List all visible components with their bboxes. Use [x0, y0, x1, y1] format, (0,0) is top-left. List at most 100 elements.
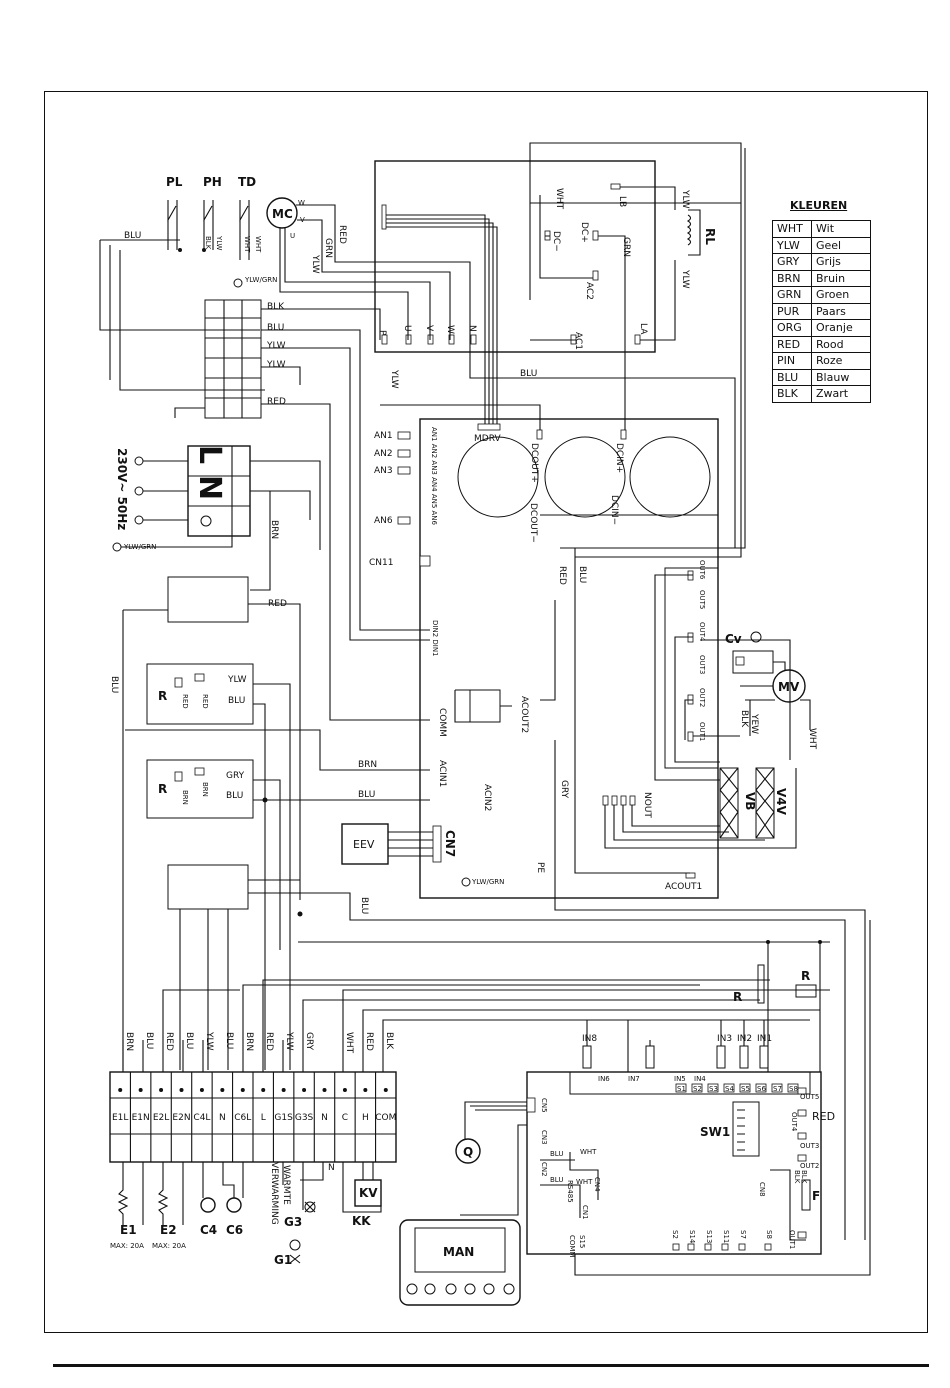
terminal-label: E2N: [172, 1113, 190, 1123]
man-clock-button-icon: [503, 1283, 515, 1295]
driver-wires: [529, 143, 746, 558]
terminal-label: E2L: [153, 1113, 169, 1123]
fuse-icon: [801, 1179, 811, 1211]
wire-ylw-mc: YLW: [310, 254, 320, 274]
terminal-wire-color: BLU: [224, 1032, 234, 1049]
heater-elements: [117, 1162, 184, 1225]
wire-gry-relay2: GRY: [226, 771, 245, 781]
controller-s-label: S4: [725, 1085, 734, 1093]
wire-blu-acin2: BLU: [358, 790, 375, 800]
driver-ac2-label: AC2: [584, 282, 594, 300]
dc-wires: [380, 404, 718, 516]
nout-pins: [602, 795, 636, 806]
c6-label: C6: [226, 1223, 243, 1237]
legend-code: ORG: [772, 319, 812, 337]
terminal-harness-right: [174, 308, 430, 721]
s2-label: S2: [671, 1230, 679, 1239]
dcin-minus-label: DCIN−: [609, 495, 619, 525]
wire-wht-mv: WHT: [807, 728, 817, 750]
out2-label: OUT2: [698, 688, 706, 707]
wire-blu-left: BLU: [109, 676, 119, 693]
driver-board: [374, 160, 656, 353]
in7-sensor-icon: [645, 1045, 655, 1069]
wire-ylwgrn-mc: YLW/GRN: [244, 276, 277, 284]
g3-valve-icon: [304, 1201, 316, 1213]
g1-label: G1: [274, 1253, 292, 1267]
terminal-wire-color: BLU: [184, 1032, 194, 1049]
wire-gry-board: GRY: [559, 780, 569, 799]
legend-code: PUR: [772, 302, 812, 320]
legend-name: Paars: [811, 302, 871, 320]
r-wires: [298, 941, 830, 1072]
an3-label: AN3: [374, 466, 393, 476]
driver-ac1-label: AC1: [573, 332, 583, 350]
driver-p-label: P: [377, 330, 387, 336]
eev-wires: [388, 831, 433, 857]
in8-sensor-icon: [582, 1045, 592, 1069]
wire-grn-driver: GRN: [621, 237, 631, 257]
terminal-screw: [240, 1088, 245, 1092]
wire-blu-relay1: BLU: [228, 696, 245, 706]
terminal-wire-color: BRN: [124, 1032, 134, 1051]
terminal-screw: [363, 1088, 368, 1092]
ph-label: PH: [203, 175, 222, 189]
terminal-screw: [281, 1088, 286, 1092]
controller-board: [526, 1071, 822, 1255]
an-pin-labels: AN1 AN2 AN3 AN4 AN5 AN6: [430, 427, 438, 526]
pl-label: PL: [166, 175, 183, 189]
q-pump-icon: [455, 1138, 481, 1164]
terminal-wire-color: BRN: [244, 1032, 254, 1051]
legend-name: Bruin: [811, 269, 871, 287]
switch-harness: [99, 239, 265, 391]
terminal-label: COM: [375, 1113, 396, 1123]
terminal-block-2: [167, 576, 249, 623]
legend-code: GRN: [772, 286, 812, 304]
man-buttons: [406, 1283, 515, 1295]
cv-earth-icon: [750, 631, 762, 643]
driver-u-label: U: [402, 325, 412, 332]
wire-blk-tb: BLK: [267, 302, 285, 312]
controller-s-terminal: [755, 1083, 767, 1093]
terminal-top-leads: [122, 1040, 384, 1072]
driver-internal-wires: [530, 186, 676, 430]
controller-s-label: S2: [693, 1085, 702, 1093]
in1-label: IN1: [757, 1034, 772, 1044]
man-up-button-icon: [464, 1283, 476, 1295]
terminal-label: E1N: [132, 1113, 150, 1123]
terminal-wire-color: RED: [364, 1032, 374, 1051]
terminal-label: H: [362, 1113, 369, 1123]
wire-blu-block3: BLU: [359, 897, 369, 914]
wire-blu-cn: BLU: [550, 1150, 563, 1158]
an1-label: AN1: [374, 431, 393, 441]
out6-label: OUT6: [698, 560, 706, 580]
eev-label: EEV: [353, 838, 375, 851]
acout1-label: ACOUT1: [665, 882, 702, 892]
acout2-label: ACOUT2: [519, 696, 529, 733]
cn7-connector: [432, 825, 442, 863]
terminal-screw: [118, 1088, 123, 1092]
acout2-wires: [454, 689, 512, 723]
wire-wht-driver: WHT: [554, 188, 564, 210]
cn2-label: CN2: [540, 1162, 548, 1177]
cn7-label: CN7: [443, 830, 457, 857]
driver-dcminus-label: DC−: [551, 231, 561, 252]
s8-label: S8: [765, 1230, 773, 1239]
wire-blu-n: BLU: [520, 369, 537, 379]
sw1-label: SW1: [700, 1125, 730, 1139]
nout-label: NOUT: [642, 792, 652, 818]
out5-label: OUT5: [698, 590, 706, 609]
terminal-wire-color: WHT: [344, 1032, 354, 1054]
din-label: DIN2 DIN1: [431, 620, 439, 657]
terminal-screw: [199, 1088, 204, 1092]
cn3-label: CN3: [540, 1130, 548, 1145]
ctrl-out2-label: OUT2: [800, 1162, 819, 1170]
legend-code: BLU: [772, 368, 812, 386]
man-screen: [414, 1227, 506, 1273]
controller-s-label: S5: [741, 1085, 750, 1093]
